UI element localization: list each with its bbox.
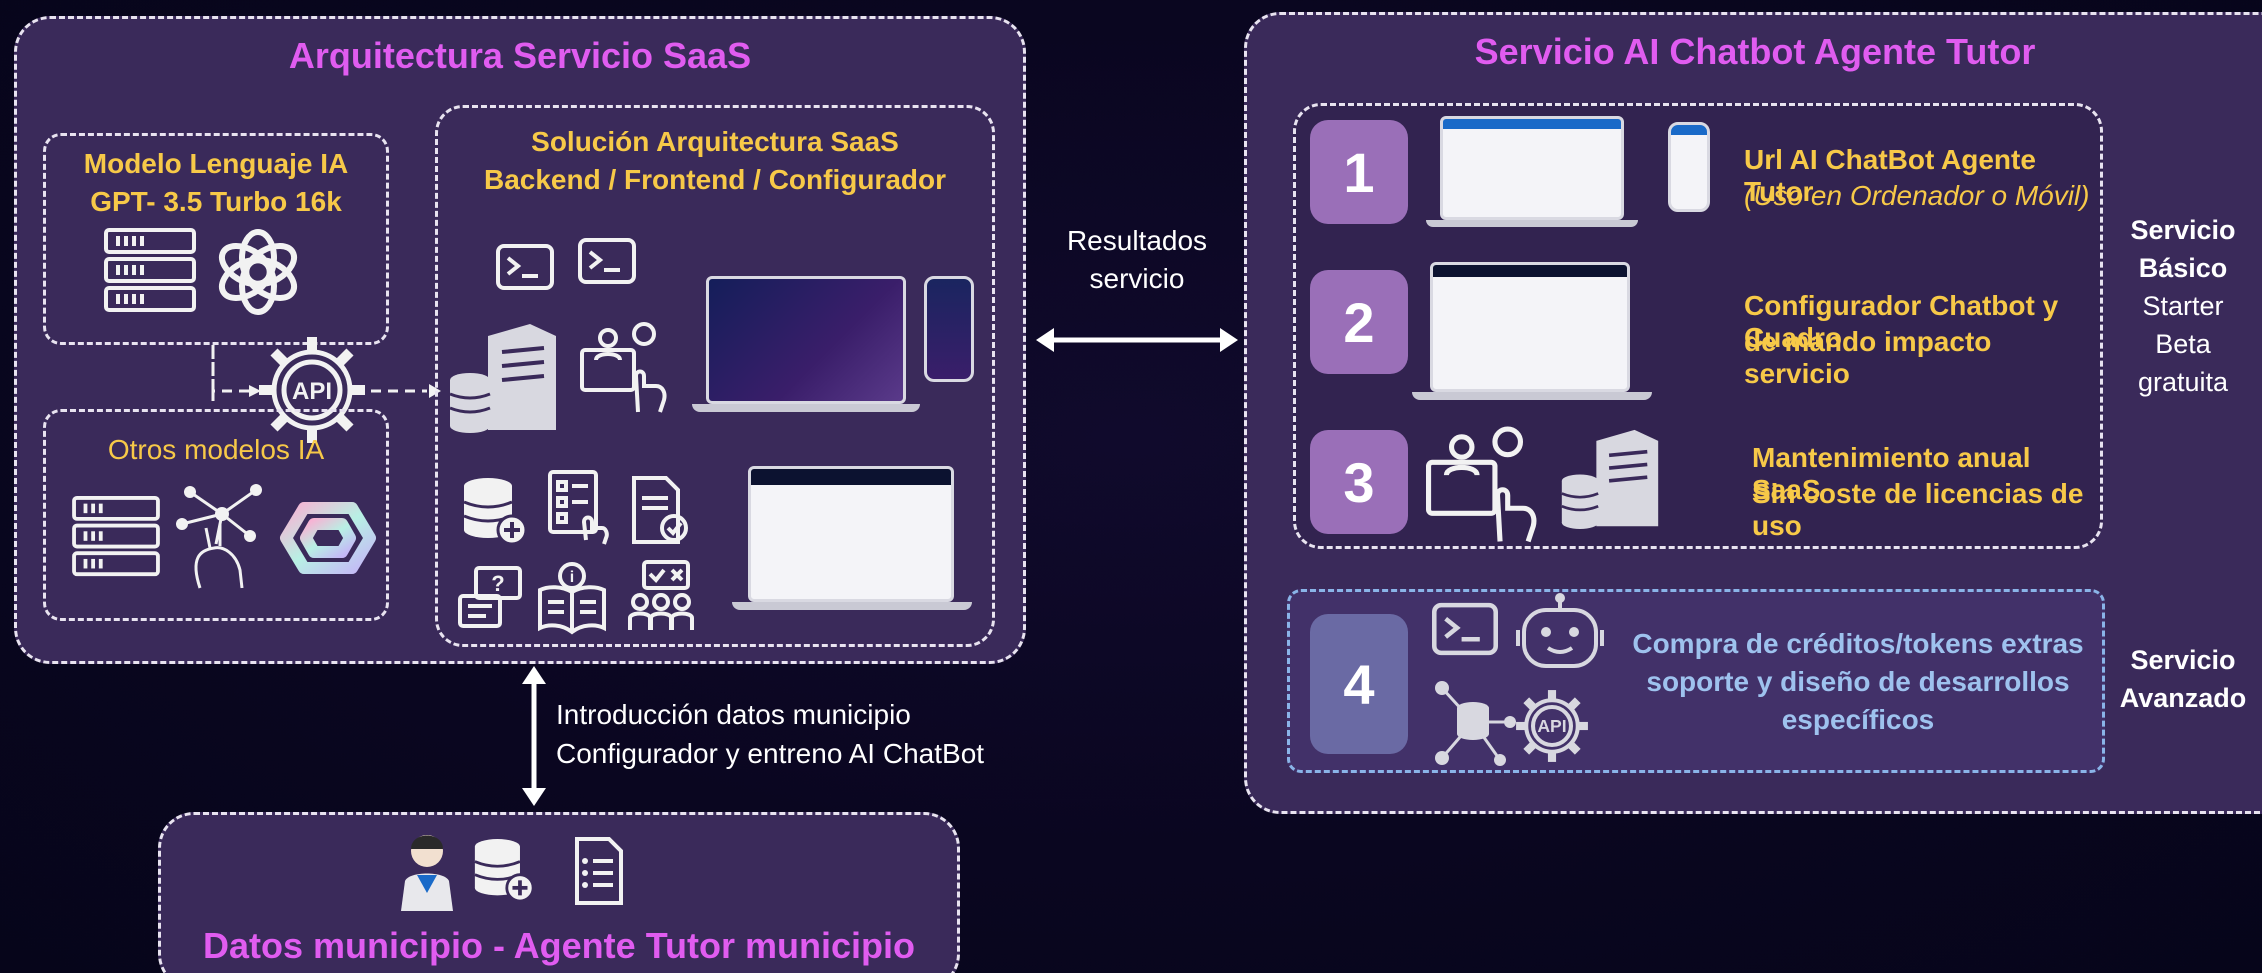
- step-number-4: 4: [1310, 614, 1408, 754]
- server-tower-icon: [1561, 429, 1659, 529]
- laptop-base: [1412, 392, 1652, 400]
- municipal-data-panel: Datos municipio - Agente Tutor municipio: [158, 812, 960, 973]
- results-label-line1: Resultados: [1066, 225, 1208, 256]
- step-number-1: 1: [1310, 120, 1408, 224]
- api-label: API: [292, 378, 332, 405]
- step-number-2: 2: [1310, 270, 1408, 374]
- results-label-line2: servicio: [1089, 263, 1185, 294]
- data-input-line2: Configurador y entreno AI ChatBot: [556, 738, 985, 769]
- terminal-icon: [578, 238, 636, 284]
- checklist-icon: [548, 470, 609, 545]
- municipal-data-title: Datos municipio - Agente Tutor municipio: [203, 925, 915, 966]
- language-model-line2: GPT- 3.5 Turbo 16k: [90, 186, 342, 217]
- faq-icon: ?: [458, 566, 522, 628]
- step-number-3: 3: [1310, 430, 1408, 534]
- step-2-line1: Configurador Chatbot y Cuadro: [1744, 290, 2059, 353]
- step-4-line2: soporte y diseño de desarrollos: [1646, 666, 2070, 697]
- laptop-screenshot: [1430, 262, 1630, 392]
- chatbot-service-panel: Servicio AI Chatbot Agente Tutor 1 Url A…: [1244, 12, 2262, 814]
- document-approved-icon: [632, 476, 688, 544]
- openai-logo-icon: [218, 229, 298, 315]
- laptop-base: [692, 404, 920, 412]
- saas-solution-line2: Backend / Frontend / Configurador: [483, 164, 946, 195]
- robot-icon: [1516, 593, 1604, 668]
- step-3-line2: Sin coste de licencias de uso: [1752, 478, 2084, 541]
- advanced-service-line2: Avanzado: [2119, 683, 2247, 713]
- ai-model-logo-icon: [280, 502, 376, 574]
- database-add-icon: [463, 478, 528, 546]
- terminal-icon: [496, 244, 554, 290]
- step-1-line2: (Uso en Ordenador o Móvil): [1744, 180, 2090, 211]
- touch-dashboard-icon: [580, 322, 667, 413]
- svg-text:?: ?: [491, 571, 504, 596]
- api-gear-icon: API: [259, 337, 365, 443]
- server-icon: [104, 228, 196, 312]
- saas-solution-box: Solución Arquitectura SaaS Backend / Fro…: [435, 105, 995, 647]
- api-label: API: [1537, 716, 1566, 736]
- language-model-box: Modelo Lenguaje IA GPT- 3.5 Turbo 16k: [43, 133, 389, 345]
- data-input-line1: Introducción datos municipio: [556, 699, 911, 730]
- step-3-line1: Mantenimiento anual SaaS: [1752, 442, 2031, 505]
- advanced-service-label: Servicio Avanzado: [2113, 641, 2253, 717]
- basic-service-line4: Beta: [2155, 329, 2211, 359]
- server-icon: [72, 496, 160, 577]
- basic-service-line2: Básico: [2138, 253, 2228, 283]
- other-models-box: Otros modelos IA: [43, 409, 389, 621]
- phone-screenshot: [1668, 122, 1710, 212]
- basic-service-group: 1 Url AI ChatBot Agente Tutor (Uso en Or…: [1293, 103, 2103, 549]
- saas-architecture-title: Arquitectura Servicio SaaS: [288, 35, 752, 76]
- step-4-line3: específicos: [1781, 704, 1935, 735]
- server-tower-icon: [449, 324, 556, 433]
- laptop-base: [732, 602, 972, 610]
- chatbot-service-title: Servicio AI Chatbot Agente Tutor: [1474, 31, 2036, 72]
- advanced-service-group: 4: [1287, 589, 2105, 773]
- phone-screenshot: [924, 276, 974, 382]
- laptop-screenshot: [748, 466, 954, 602]
- results-double-arrow: [1036, 328, 1238, 352]
- svg-text:i: i: [570, 569, 574, 586]
- data-input-double-arrow: [522, 666, 546, 806]
- neural-network-icon: [176, 484, 262, 589]
- step-4-line1: Compra de créditos/tokens extras: [1632, 628, 2084, 659]
- basic-service-label: Servicio Básico Starter Beta gratuita: [2113, 211, 2253, 401]
- saas-architecture-panel: Arquitectura Servicio SaaS Modelo Lengua…: [14, 16, 1026, 664]
- database-network-icon: [1435, 681, 1516, 766]
- team-vote-icon: [628, 560, 694, 630]
- user-headset-icon: [401, 835, 453, 911]
- database-add-icon: [474, 839, 535, 903]
- laptop-screenshot: [706, 276, 906, 404]
- info-book-icon: i: [538, 562, 606, 635]
- language-model-line1: Modelo Lenguaje IA: [83, 148, 349, 179]
- document-list-icon: [575, 837, 623, 905]
- laptop-base: [1426, 220, 1638, 227]
- api-gear-icon: API: [1516, 690, 1588, 762]
- basic-service-line5: gratuita: [2137, 367, 2229, 397]
- touch-dashboard-icon: [1426, 426, 1537, 543]
- terminal-icon: [1432, 602, 1498, 656]
- saas-solution-line1: Solución Arquitectura SaaS: [531, 126, 899, 157]
- step-1-line1: Url AI ChatBot Agente Tutor: [1744, 144, 2036, 207]
- basic-service-line1: Servicio: [2130, 215, 2236, 245]
- step-2-line2: de mando impacto servicio: [1744, 326, 1992, 389]
- laptop-screenshot: [1440, 116, 1624, 220]
- advanced-service-line1: Servicio: [2130, 645, 2236, 675]
- basic-service-line3: Starter: [2142, 291, 2224, 321]
- other-models-label: Otros modelos IA: [107, 434, 325, 465]
